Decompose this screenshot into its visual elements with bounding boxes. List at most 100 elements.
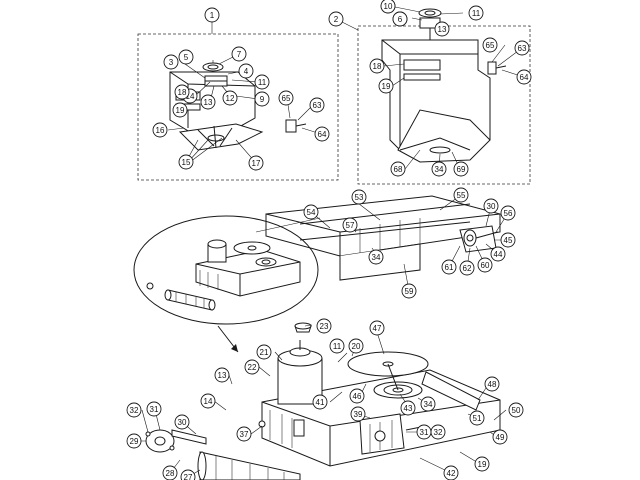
callout-circle [477,257,493,273]
part-callout-21: 21 [256,344,272,360]
callout-number: 30 [178,418,187,427]
callout-circle [303,204,319,220]
part-callout-57: 57 [342,217,358,233]
callout-number: 3 [169,58,174,67]
callout-number: 64 [520,73,529,82]
callout-number: 42 [447,469,456,478]
part-callout-64: 64 [516,69,532,85]
part-callout-16: 16 [152,122,168,138]
part-callout-47: 47 [369,320,385,336]
callout-number: 68 [394,165,403,174]
part-callout-34: 34 [368,249,384,265]
callout-circle [231,46,247,62]
callout-number: 16 [156,126,165,135]
callout-circle [516,69,532,85]
callout-circle [200,94,216,110]
callout-number: 13 [218,371,227,380]
callout-circle [350,406,366,422]
ellipse-detail-view [133,215,321,353]
part-callout-2: 2 [328,11,344,27]
part-callout-34: 34 [420,396,436,412]
callout-number: 19 [176,106,185,115]
callout-circle [434,21,450,37]
callout-circle [453,187,469,203]
callout-number: 10 [384,2,393,11]
callout-circle [474,456,490,472]
part-callout-10: 10 [380,0,396,14]
callout-circle [163,54,179,70]
part-callout-41: 41 [312,394,328,410]
callout-number: 6 [398,15,403,24]
callout-circle [443,465,459,480]
callout-circle [342,217,358,233]
callout-number: 55 [457,191,466,200]
callout-circle [254,74,270,90]
part-callout-1: 1 [204,7,220,23]
callout-circle [314,126,330,142]
callout-circle [483,198,499,214]
part-callout-3: 3 [163,54,179,70]
part-callout-19: 19 [378,78,394,94]
part-callout-29: 29 [126,433,142,449]
callout-circle [492,429,508,445]
callout-number: 65 [282,94,291,103]
callout-circle [369,58,385,74]
callout-number: 50 [512,406,521,415]
part-callout-59: 59 [401,283,417,299]
callout-number: 12 [226,94,235,103]
part-callout-12: 12 [222,90,238,106]
callout-circle [369,320,385,336]
callout-circle [162,465,178,480]
part-callout-50: 50 [508,402,524,418]
callout-number: 64 [318,130,327,139]
part-callout-23: 23 [316,318,332,334]
part-callout-51: 51 [469,410,485,426]
callout-number: 53 [355,193,364,202]
callout-circle [431,161,447,177]
detail-view-2 [335,6,531,185]
callout-number: 51 [473,414,482,423]
part-callout-22: 22 [244,359,260,375]
callout-circle [348,338,364,354]
callout-circle [368,249,384,265]
part-callout-31: 31 [146,401,162,417]
callout-number: 63 [313,101,322,110]
callout-circle [500,232,516,248]
frame-assembly [265,194,509,292]
part-callout-14: 14 [200,393,216,409]
callout-number: 14 [204,397,213,406]
callout-number: 31 [420,428,429,437]
callout-number: 56 [504,209,513,218]
part-callout-11: 11 [254,74,270,90]
callout-circle [453,161,469,177]
part-callout-37: 37 [236,426,252,442]
callout-number: 15 [182,158,191,167]
part-callout-6: 6 [392,11,408,27]
part-callout-68: 68 [390,161,406,177]
callout-circle [380,0,396,14]
callout-number: 18 [373,62,382,71]
part-callout-19: 19 [474,456,490,472]
callout-circle [420,396,436,412]
callout-circle [351,189,367,205]
callout-number: 37 [240,430,249,439]
callout-number: 28 [166,469,175,478]
callout-circle [328,11,344,27]
callout-number: 45 [504,236,513,245]
callout-number: 19 [382,82,391,91]
part-callout-7: 7 [231,46,247,62]
callout-circle [244,359,260,375]
callout-circle [430,424,446,440]
callout-circle [278,90,294,106]
callout-number: 49 [496,433,505,442]
callout-circle [469,410,485,426]
callout-number: 47 [373,324,382,333]
part-callout-55: 55 [453,187,469,203]
callout-circle [174,414,190,430]
callout-circle [204,7,220,23]
callout-number: 7 [237,50,242,59]
callout-number: 69 [457,165,466,174]
callout-number: 48 [488,380,497,389]
part-callout-27: 27 [180,469,196,480]
